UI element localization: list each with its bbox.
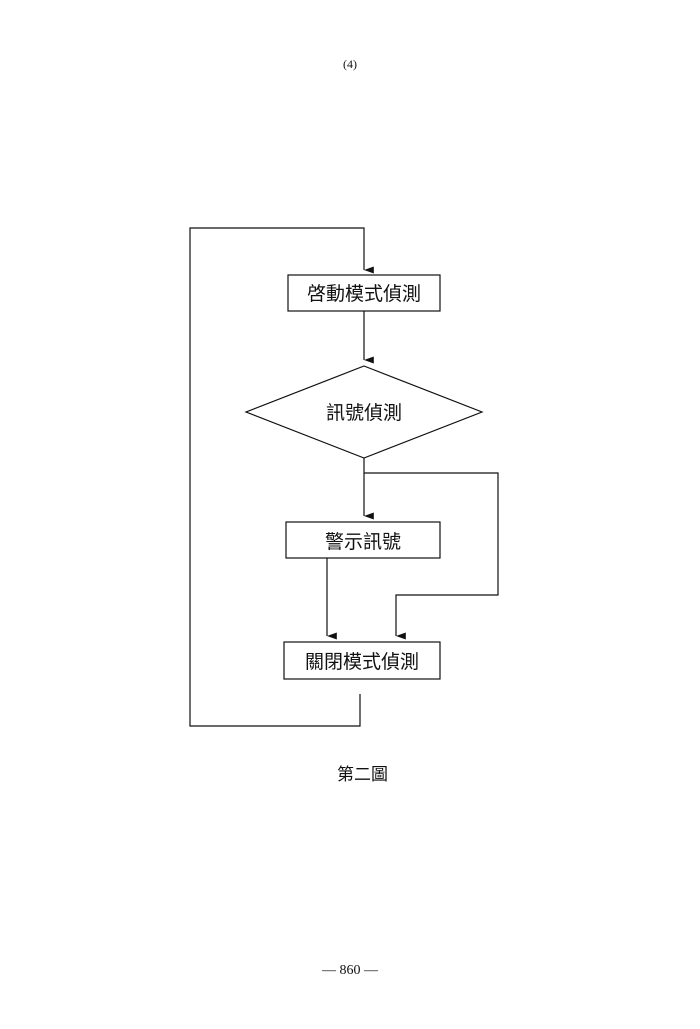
page-footer: — 860 — [322,963,378,978]
connector-decision-to-end [364,472,499,640]
figure-caption: 第二圖 [337,765,388,785]
end-node-label: 關閉模式偵測 [305,651,419,673]
alarm-node-label: 警示訊號 [325,531,401,553]
loop-back-connector [189,227,374,727]
start-node-label: 啓動模式偵測 [307,283,421,305]
end-node-box [283,641,441,680]
start-node-box [287,274,441,312]
alarm-node-box [285,521,441,559]
page-header: (4) [343,57,357,71]
decision-node-label: 訊號偵測 [326,402,402,424]
